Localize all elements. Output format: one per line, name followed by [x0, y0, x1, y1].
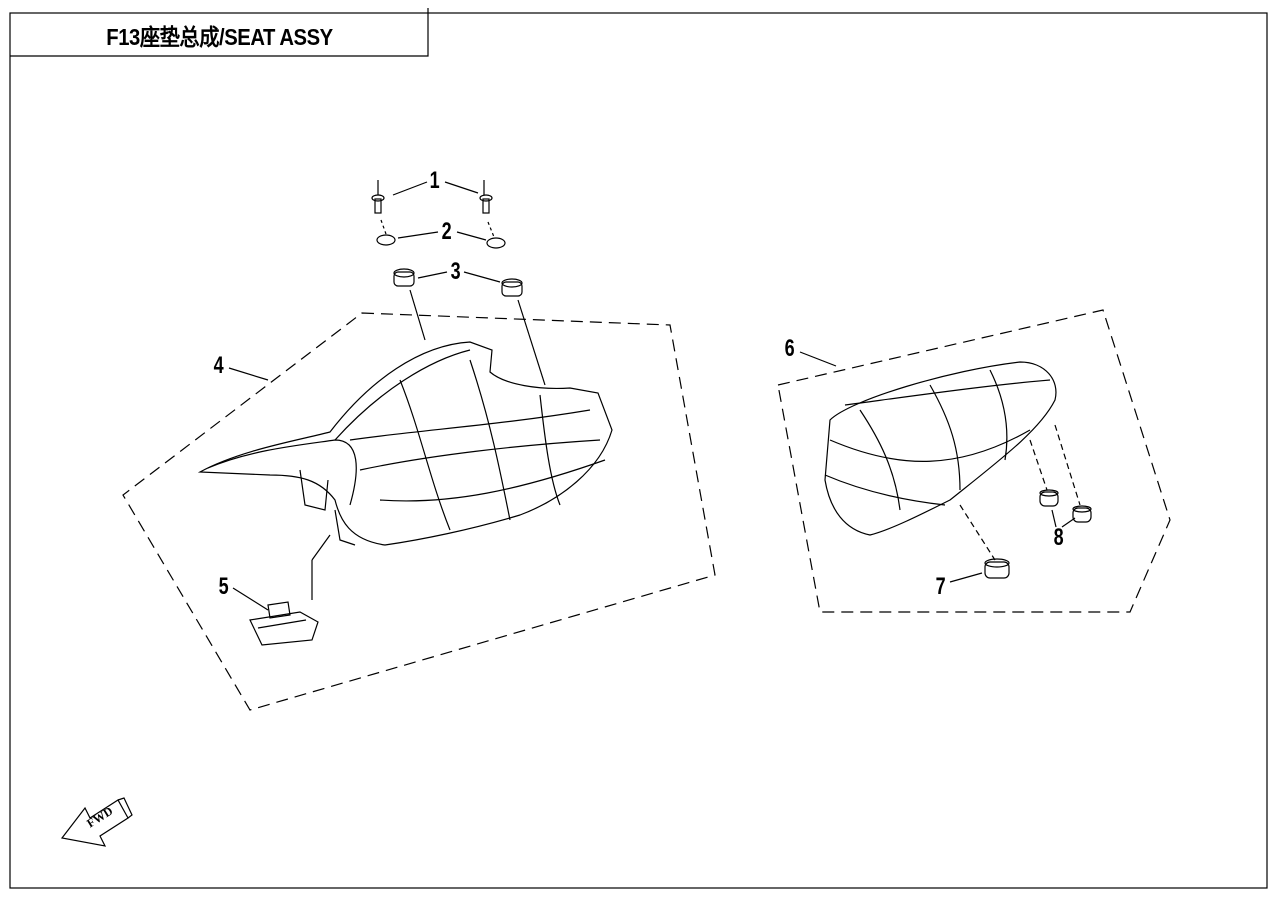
seat-front-group-boundary — [122, 312, 716, 711]
rubber-pad-icon — [984, 489, 1092, 579]
callout-6: 6 — [784, 335, 795, 362]
forward-arrow-icon — [60, 797, 133, 847]
callout-5: 5 — [218, 573, 229, 600]
grommet-icon — [393, 268, 546, 386]
bolt-icon — [371, 180, 493, 214]
callout-2: 2 — [441, 218, 452, 245]
latch-icon — [249, 601, 319, 646]
callout-8: 8 — [1053, 524, 1064, 551]
front-seat-drawing — [197, 341, 613, 600]
rear-seat-drawing — [824, 361, 1081, 561]
title-box — [10, 13, 429, 57]
callout-4: 4 — [213, 352, 224, 379]
callout-1: 1 — [429, 167, 440, 194]
drawing-frame — [9, 12, 1268, 889]
callout-3: 3 — [450, 258, 461, 285]
washer-icon — [376, 219, 506, 249]
page-title: F13座垫总成/SEAT ASSY — [106, 24, 333, 50]
leader-lines — [228, 181, 1076, 611]
seat-rear-group-boundary — [777, 309, 1171, 613]
callout-7: 7 — [935, 573, 946, 600]
